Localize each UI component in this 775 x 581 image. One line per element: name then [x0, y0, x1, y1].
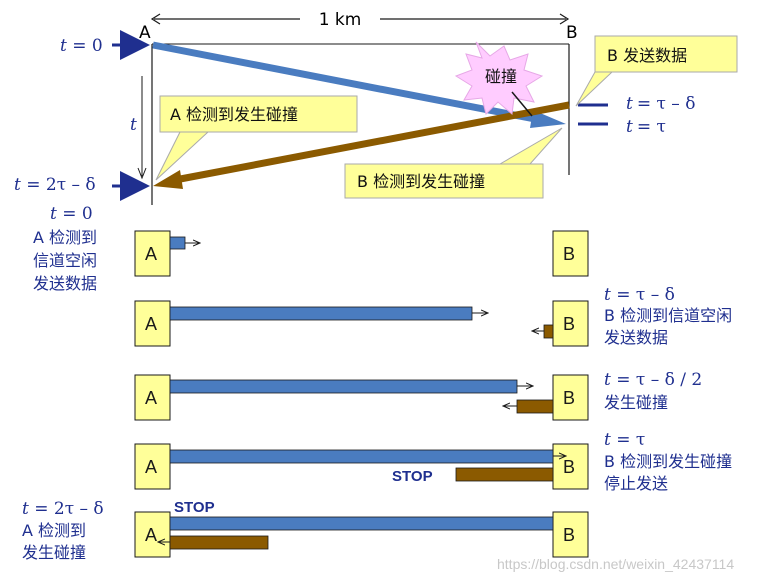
row1-signal-a — [169, 236, 186, 250]
row3-station-b — [552, 374, 589, 421]
row5-station-a-label: A — [145, 525, 157, 545]
distance-arrowhead-right — [559, 13, 570, 25]
tb2-label: t= τ — [626, 117, 666, 137]
row5-station-b-label: B — [563, 525, 575, 545]
row2-station-a-label: A — [145, 314, 157, 334]
row5-signal-b — [169, 535, 269, 550]
timing-diagram: A B 1 km t t = 0 t = 2τ – δ t= τ – δ — [14, 10, 738, 205]
t-end-label: t = 2τ – δ — [14, 175, 96, 195]
tb1-label: t= τ – δ — [626, 94, 695, 114]
row3-time-label: t = τ – δ / 2 — [604, 370, 702, 390]
row1-station-a — [134, 230, 171, 277]
row2-station-b-label: B — [563, 314, 575, 334]
row4-right-line-2: 停止发送 — [604, 474, 668, 493]
callout-b-send — [594, 35, 738, 73]
callout-a-detect — [159, 95, 358, 133]
row5-station-b — [552, 511, 589, 558]
row2-right-line-1: B 检测到信道空闲 — [604, 306, 732, 325]
row2-station-b — [552, 300, 589, 347]
row4-right-line-1: B 检测到发生碰撞 — [604, 452, 732, 471]
row3-station-b-label: B — [563, 388, 575, 408]
callout-b-detect-text: B 检测到发生碰撞 — [357, 172, 485, 191]
signal-b-arrowhead — [153, 170, 183, 189]
row1-station-b-label: B — [563, 244, 575, 264]
callout-b-send-text: B 发送数据 — [607, 46, 687, 65]
row5-signal-a — [169, 516, 554, 531]
row2-time-label: t = τ – δ — [604, 285, 675, 305]
callout-b-detect-tail — [498, 127, 563, 165]
time-axis-label: t — [130, 115, 137, 135]
row1-left-line-1: A 检测到 — [33, 228, 97, 247]
signal-a-arrowhead — [530, 110, 566, 128]
row4-station-a — [134, 443, 171, 490]
row3-signal-a — [169, 379, 518, 394]
row2-signal-b — [543, 324, 554, 339]
station-a-label: A — [139, 23, 151, 43]
callout-b-send-tail — [575, 71, 614, 107]
stage-row-4: A B STOP t = τ B 检测到发生碰撞 停止发送 — [134, 430, 732, 493]
row4-signal-b — [455, 467, 554, 482]
row5-left-line-2: 发生碰撞 — [22, 543, 86, 562]
row4-stop-label: STOP — [392, 468, 433, 485]
row3-station-a — [134, 374, 171, 421]
watermark: https://blog.csdn.net/weixin_42437114 — [497, 556, 734, 572]
row2-right-line-2: 发送数据 — [604, 328, 668, 347]
row3-signal-b — [516, 399, 554, 414]
row2-signal-a — [169, 306, 473, 321]
callout-b-detect — [344, 163, 544, 199]
row1-station-b — [552, 230, 589, 277]
t0-label: t = 0 — [60, 36, 103, 56]
row4-signal-a — [169, 449, 554, 464]
row5-left-line-1: A 检测到 — [22, 521, 86, 540]
distance-arrowhead-left — [150, 13, 161, 25]
row5-stop-label: STOP — [174, 499, 215, 516]
station-b-label: B — [566, 23, 578, 43]
row2-station-a — [134, 300, 171, 347]
signal-a-to-b — [152, 41, 541, 124]
stage-row-1: t = 0 A 检测到 信道空闲 发送数据 A B — [33, 204, 589, 293]
row1-station-a-label: A — [145, 244, 157, 264]
stage-row-3: A B t = τ – δ / 2 发生碰撞 — [134, 370, 702, 421]
row4-station-b — [552, 443, 589, 490]
signal-b-to-a — [174, 101, 570, 184]
row4-time-label: t = τ — [604, 430, 645, 450]
row3-station-a-label: A — [145, 388, 157, 408]
row1-left-line-3: 发送数据 — [33, 274, 97, 293]
stage-row-2: A B t = τ – δ B 检测到信道空闲 发送数据 — [134, 285, 732, 347]
collision-burst-icon — [454, 41, 544, 115]
collision-label: 碰撞 — [485, 67, 517, 86]
distance-label: 1 km — [319, 10, 362, 30]
callout-a-detect-text: A 检测到发生碰撞 — [170, 105, 298, 124]
row3-right-line-1: 发生碰撞 — [604, 393, 668, 412]
row1-left-line-2: 信道空闲 — [33, 251, 97, 270]
row4-station-b-label: B — [563, 457, 575, 477]
stage-row-5: t = 2τ – δ A 检测到 发生碰撞 A B STOP — [22, 499, 589, 562]
row5-station-a — [134, 511, 171, 558]
row5-time-label: t = 2τ – δ — [22, 499, 104, 519]
row1-time-label: t = 0 — [50, 204, 93, 224]
collision-pointer — [511, 91, 533, 117]
row4-station-a-label: A — [145, 457, 157, 477]
